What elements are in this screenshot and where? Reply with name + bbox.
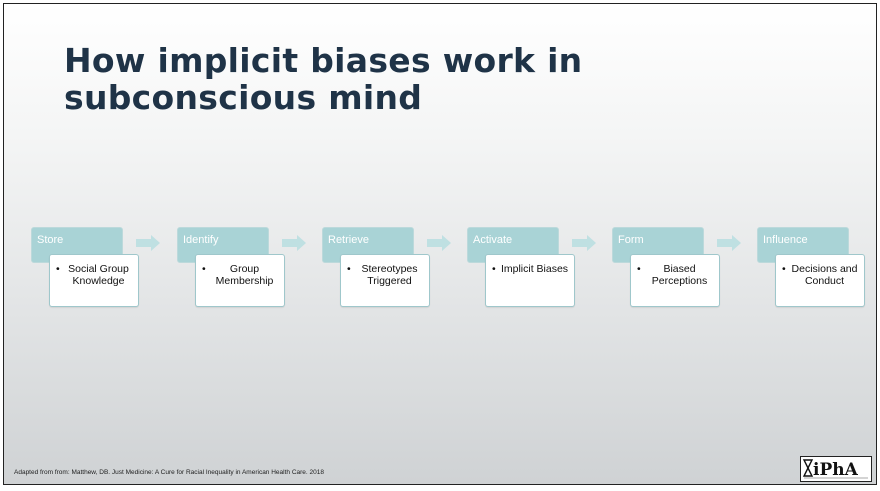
arrow-4-icon — [572, 235, 596, 251]
process-flow: Store • Social Group Knowledge Identify •… — [4, 4, 876, 484]
slide: How implicit biases work in subconscious… — [3, 3, 877, 485]
bullet-icon: • — [202, 263, 206, 275]
step-3-body: • Stereotypes Triggered — [340, 254, 430, 307]
arrow-5-icon — [717, 235, 741, 251]
bullet-icon: • — [492, 263, 496, 275]
step-4-body: • Implicit Biases — [485, 254, 575, 307]
step-1-body: • Social Group Knowledge — [49, 254, 139, 307]
step-2-detail: Group Membership — [215, 263, 274, 287]
svg-text:iPhA: iPhA — [813, 460, 859, 480]
step-3-detail: Stereotypes Triggered — [361, 263, 418, 287]
arrow-3-icon — [427, 235, 451, 251]
step-1-label: Store — [37, 234, 64, 246]
arrow-1-icon — [136, 235, 160, 251]
step-2-label: Identify — [183, 234, 219, 246]
bullet-icon: • — [347, 263, 351, 275]
step-6-detail: Decisions and Conduct — [791, 263, 858, 287]
bullet-icon: • — [637, 263, 641, 275]
source-footnote: Adapted from from: Matthew, DB. Just Med… — [14, 469, 324, 476]
arrow-2-icon — [282, 235, 306, 251]
bullet-icon: • — [56, 263, 60, 275]
bullet-icon: • — [782, 263, 786, 275]
step-5-label: Form — [618, 234, 644, 246]
slide-title: How implicit biases work in subconscious… — [64, 41, 583, 117]
step-5-body: • Biased Perceptions — [630, 254, 720, 307]
step-4-label: Activate — [473, 234, 513, 246]
step-4-detail: Implicit Biases — [500, 263, 569, 275]
ipha-logo-icon: iPhA — [800, 456, 872, 484]
step-6-body: • Decisions and Conduct — [775, 254, 865, 307]
step-5-detail: Biased Perceptions — [651, 263, 708, 287]
step-6-label: Influence — [763, 234, 808, 246]
step-3-label: Retrieve — [328, 234, 369, 246]
step-1-detail: Social Group Knowledge — [68, 263, 129, 287]
step-2-body: • Group Membership — [195, 254, 285, 307]
